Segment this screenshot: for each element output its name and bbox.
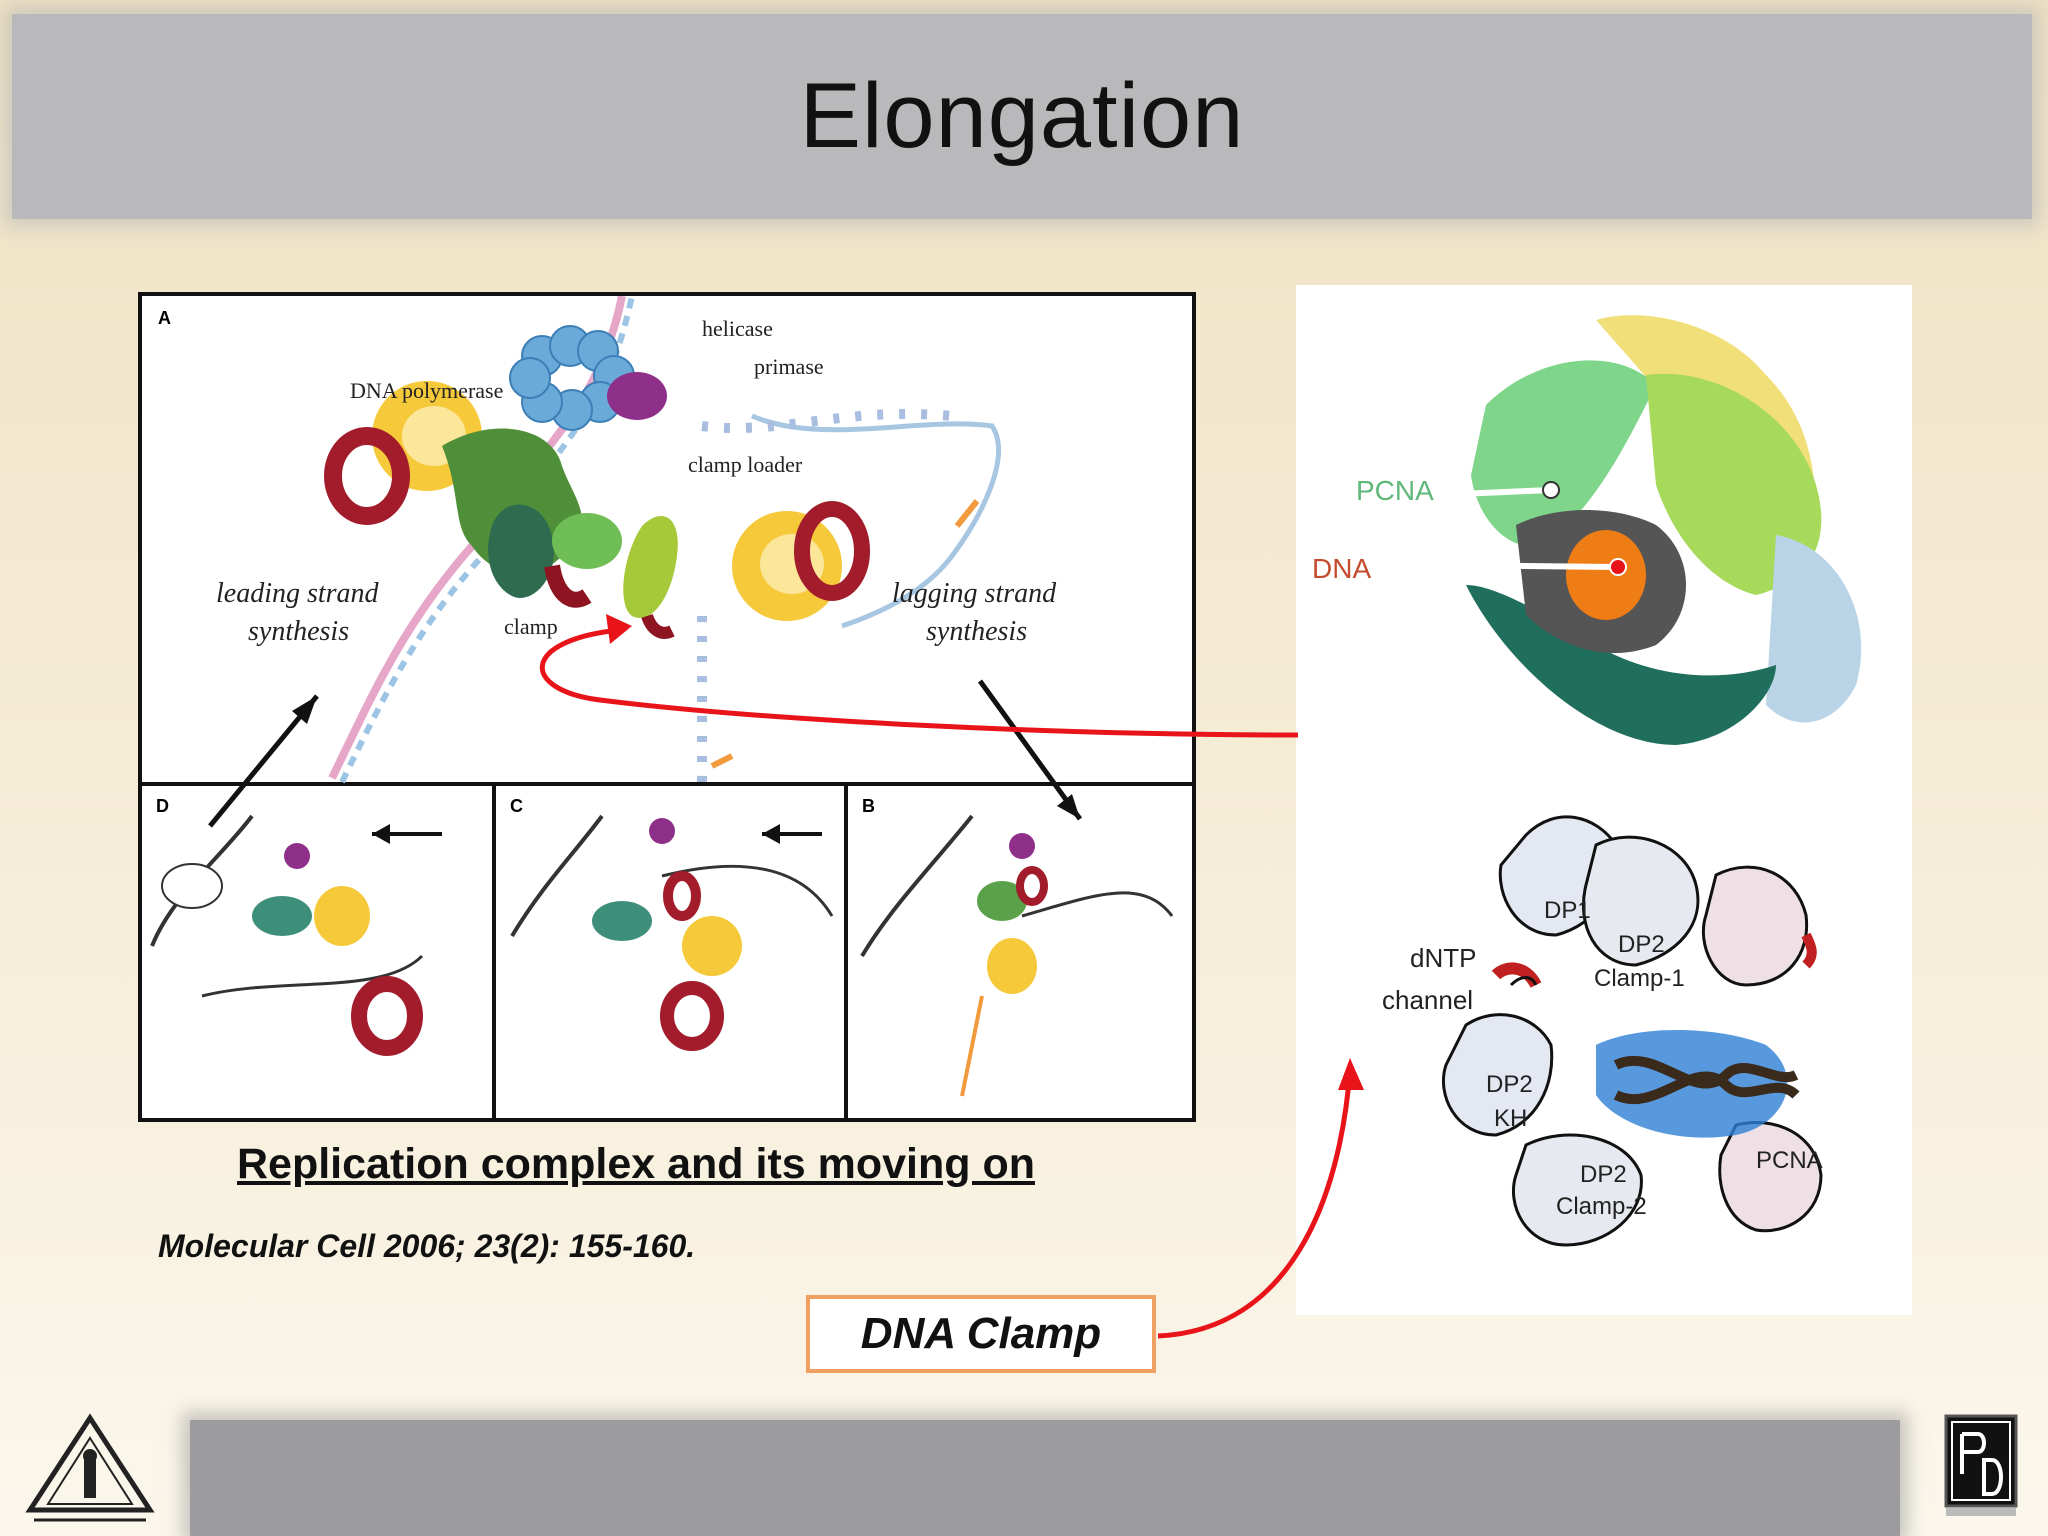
footer-band bbox=[190, 1420, 1900, 1536]
dp2-kh-label-a: DP2 bbox=[1486, 1071, 1533, 1098]
dntp-channel-label-b: channel bbox=[1382, 985, 1474, 1015]
panel-d-letter: D bbox=[156, 796, 169, 816]
helicase-label: helicase bbox=[702, 316, 773, 341]
panel-b-letter: B bbox=[862, 796, 875, 816]
pd-monogram-logo bbox=[1944, 1414, 2018, 1516]
dp2-kh-label-b: KH bbox=[1494, 1105, 1528, 1132]
pcna-bottom-label: PCNA bbox=[1756, 1147, 1823, 1174]
clamp-loader-label: clamp loader bbox=[688, 452, 803, 477]
replication-illustration bbox=[142, 296, 1192, 1118]
title-band: Elongation bbox=[12, 14, 2032, 219]
dp2-clamp1-label-b: Clamp-1 bbox=[1594, 965, 1685, 992]
lagging-strand-label: lagging strand bbox=[892, 578, 1057, 609]
clamp-structure-figure: PCNA DNA DP1 DP2 Clamp-1 dNTP channel DP… bbox=[1296, 285, 1912, 1315]
slide-title: Elongation bbox=[799, 65, 1245, 167]
primase-label: primase bbox=[754, 354, 824, 379]
panel-a-letter: A bbox=[158, 308, 171, 328]
dna-label: DNA bbox=[1312, 553, 1372, 584]
leading-synthesis-label: synthesis bbox=[248, 616, 350, 647]
panel-c-letter: C bbox=[510, 796, 523, 816]
lagging-synthesis-label: synthesis bbox=[926, 616, 1028, 647]
dp2-clamp2-label-b: Clamp-2 bbox=[1556, 1193, 1647, 1220]
institute-emblem-logo bbox=[25, 1413, 155, 1522]
dna-clamp-callout: DNA Clamp bbox=[806, 1295, 1156, 1373]
clamp-label: clamp bbox=[504, 614, 558, 639]
dp1-label: DP1 bbox=[1544, 897, 1591, 924]
dna-clamp-callout-label: DNA Clamp bbox=[860, 1309, 1102, 1358]
figure-caption: Replication complex and its moving on bbox=[237, 1140, 1035, 1188]
replication-figure: A D C B helicase primase DNA polymerase … bbox=[138, 292, 1196, 1122]
dntp-channel-label-a: dNTP bbox=[1410, 943, 1477, 973]
dp2-clamp1-label-a: DP2 bbox=[1618, 931, 1665, 958]
leading-strand-label: leading strand bbox=[216, 578, 379, 609]
pcna-top-label: PCNA bbox=[1356, 475, 1434, 506]
clamp-structure-illustration bbox=[1425, 315, 1862, 1247]
dp2-clamp2-label-a: DP2 bbox=[1580, 1161, 1627, 1188]
citation-text: Molecular Cell 2006; 23(2): 155-160. bbox=[158, 1228, 696, 1264]
dna-polymerase-label: DNA polymerase bbox=[350, 378, 504, 403]
